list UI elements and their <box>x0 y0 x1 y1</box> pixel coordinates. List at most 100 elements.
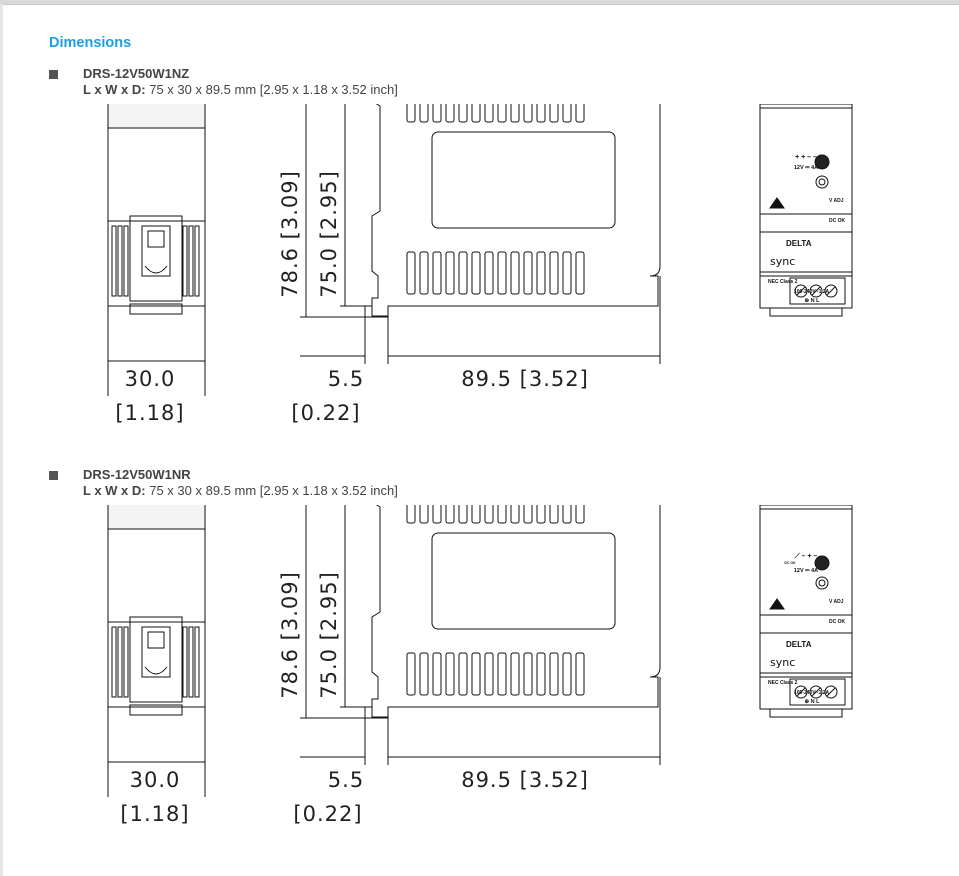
input-terminals: ⊕ N L <box>805 699 821 705</box>
vent-slot-top <box>536 104 546 123</box>
offset-inch-label: [0.22] <box>291 401 360 425</box>
vent-slot-bottom <box>458 652 468 696</box>
vent-slot-top <box>445 104 455 123</box>
voltage-adjust-knob <box>814 154 830 170</box>
product-section: DRS-12V50W1NR L x W x D: 75 x 30 x 89.5 … <box>0 467 959 867</box>
vent-slot-top <box>484 505 494 524</box>
vent-slot-bottom <box>471 251 481 295</box>
dimensions-line: L x W x D: 75 x 30 x 89.5 mm [2.95 x 1.1… <box>83 82 398 97</box>
dc-ok-led <box>815 175 829 189</box>
dc-ok-led-inner <box>818 579 826 587</box>
rib <box>123 225 129 297</box>
vent-slot-top <box>406 505 416 524</box>
screw-terminal <box>809 284 823 298</box>
din-clip <box>129 616 183 703</box>
vadj-label: V ADJ <box>829 599 844 605</box>
clip-tab <box>129 303 183 315</box>
brand-logo: DELTA <box>786 239 812 248</box>
total-height-label: 78.6 [3.09] <box>278 571 302 699</box>
voltage-adjust-knob <box>814 555 830 571</box>
vent-slot-bottom <box>419 652 429 696</box>
vent-slot-top <box>471 104 481 123</box>
rib <box>117 225 123 297</box>
section-heading: Dimensions <box>49 35 132 51</box>
vent-slot-top <box>562 505 572 524</box>
vent-slot-top <box>549 505 559 524</box>
bullet-icon <box>49 471 58 480</box>
nec-class: NEC Class 2 <box>768 680 798 686</box>
vent-slot-bottom <box>419 251 429 295</box>
input-rating: 100-240V~1.2A <box>794 690 830 696</box>
vent-slot-bottom <box>562 251 572 295</box>
vent-slot-top <box>432 104 442 123</box>
label-window <box>431 532 616 630</box>
vent-slot-top <box>575 505 585 524</box>
vent-slot-bottom <box>510 652 520 696</box>
model-name: DRS-12V50W1NZ <box>83 66 190 81</box>
rib <box>111 626 117 698</box>
vent-slot-bottom <box>523 652 533 696</box>
rib <box>182 626 188 698</box>
dimension-drawing: 30.0 [1.18] 5.5 [0.22] 89.5 [3.52] 78.6 … <box>107 505 853 826</box>
vent-slot-top <box>419 505 429 524</box>
nec-class: NEC Class 2 <box>768 279 798 285</box>
vent-slot-bottom <box>549 652 559 696</box>
total-height-label: 78.6 [3.09] <box>278 170 302 298</box>
polarity-label: + + – – <box>795 154 817 161</box>
vent-slot-top <box>497 505 507 524</box>
rib <box>117 626 123 698</box>
vent-slot-top <box>445 505 455 524</box>
rib <box>188 225 194 297</box>
width-inch-label: [1.18] <box>120 802 189 826</box>
depth-label: 89.5 [3.52] <box>461 768 589 792</box>
rib <box>182 225 188 297</box>
offset-label: 5.5 <box>328 768 364 792</box>
rib <box>111 225 117 297</box>
vent-slot-top <box>562 104 572 123</box>
din-clip <box>129 215 183 302</box>
side-view-body <box>371 505 661 718</box>
vadj-label: V ADJ <box>829 198 844 204</box>
height-label: 75.0 [2.95] <box>317 571 341 699</box>
vent-slot-top <box>575 104 585 123</box>
input-terminal-block <box>789 277 846 305</box>
vent-slot-bottom <box>575 251 585 295</box>
dc-ok-led <box>815 576 829 590</box>
bullet-icon <box>49 70 58 79</box>
label-window <box>431 131 616 229</box>
dimensions-line: L x W x D: 75 x 30 x 89.5 mm [2.95 x 1.1… <box>83 483 398 498</box>
vent-slot-top <box>523 104 533 123</box>
dims-value: 75 x 30 x 89.5 mm [2.95 x 1.18 x 3.52 in… <box>145 82 398 97</box>
vent-slot-bottom <box>445 251 455 295</box>
dimension-drawing: 30.0 [1.18] 5.5 [0.22] 89.5 [3.52] 78.6 … <box>107 104 853 425</box>
vent-slot-bottom <box>406 652 416 696</box>
vent-slot-bottom <box>523 251 533 295</box>
width-label: 30.0 <box>125 367 176 391</box>
drawing-line <box>826 286 836 296</box>
depth-label: 89.5 [3.52] <box>461 367 589 391</box>
drawing-line <box>796 687 806 697</box>
offset-label: 5.5 <box>328 367 364 391</box>
vent-slot-top <box>536 505 546 524</box>
dims-value: 75 x 30 x 89.5 mm [2.95 x 1.18 x 3.52 in… <box>145 483 398 498</box>
vent-slot-top <box>458 505 468 524</box>
screw-terminal <box>794 685 808 699</box>
vent-slot-bottom <box>536 251 546 295</box>
vent-slot-top <box>471 505 481 524</box>
vent-slot-bottom <box>432 652 442 696</box>
vent-slot-top <box>484 104 494 123</box>
offset-inch-label: [0.22] <box>293 802 362 826</box>
series-logo: sync <box>770 656 795 669</box>
vent-slot-top <box>419 104 429 123</box>
vent-slot-bottom <box>406 251 416 295</box>
vent-slot-bottom <box>497 652 507 696</box>
dims-label: L x W x D: <box>83 483 146 498</box>
vent-slot-top <box>458 104 468 123</box>
vent-slot-bottom <box>484 652 494 696</box>
din-latch <box>769 708 843 718</box>
series-logo: sync <box>770 255 795 268</box>
product-section: DRS-12V50W1NZ L x W x D: 75 x 30 x 89.5 … <box>0 66 959 446</box>
vent-slot-bottom <box>458 251 468 295</box>
relay-label: DC OK <box>784 561 796 565</box>
front-terminal-block <box>107 505 206 530</box>
